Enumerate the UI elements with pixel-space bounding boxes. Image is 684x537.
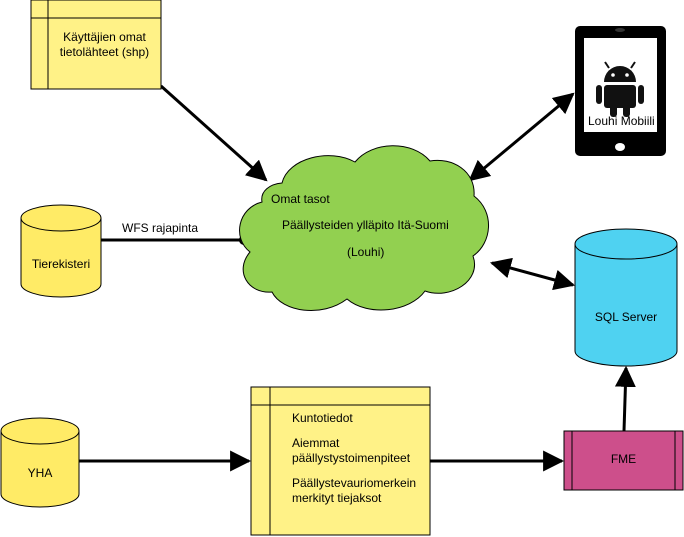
condition-item-aiemmat-line2: päällystystoimenpiteet xyxy=(292,451,411,465)
user-sources-node xyxy=(30,0,162,90)
mobile-device xyxy=(575,26,666,156)
tierekisteri-label: Tierekisteri xyxy=(31,257,91,271)
user-sources-label-line1: Käyttäjien omat xyxy=(63,30,146,44)
android-robot-icon xyxy=(596,61,644,117)
condition-item-vauriot-line1: Päällystevauriomerkein xyxy=(292,476,417,490)
cloud-title-omat-tasot: Omat tasot xyxy=(271,192,330,206)
user-sources-label: Käyttäjien omat tietolähteet (shp) xyxy=(48,30,161,60)
condition-item-aiemmat-line1: Aiemmat xyxy=(292,436,340,450)
yha-database xyxy=(0,417,80,508)
edge-cloud-mobile xyxy=(468,92,575,182)
sql-server-database xyxy=(574,228,678,367)
cloud-title-paallysteet: Päällysteiden ylläpito Itä-Suomi xyxy=(282,218,449,232)
condition-data-list: Kuntotiedot Aiemmat päällystystoimenpite… xyxy=(292,411,428,506)
fme-process xyxy=(563,430,684,491)
sql-server-label: SQL Server xyxy=(594,310,658,324)
tierekisteri-database xyxy=(20,204,102,298)
edge-cloud-sql-server xyxy=(489,257,576,291)
condition-item-vauriot-line2: merkityt tiejaksot xyxy=(292,491,382,505)
condition-item-kuntotiedot: Kuntotiedot xyxy=(292,411,353,425)
wfs-interface-label: WFS rajapinta xyxy=(122,221,199,235)
fme-label: FME xyxy=(610,452,637,466)
edge-user-sources-to-cloud xyxy=(159,84,268,182)
cloud-title-louhi: (Louhi) xyxy=(347,245,385,259)
edge-fme-to-sql-server xyxy=(614,365,636,432)
louhi-cloud xyxy=(239,145,489,312)
user-sources-label-line2: tietolähteet (shp) xyxy=(59,45,150,59)
condition-data-node xyxy=(250,386,431,536)
mobile-label: Louhi Mobiili xyxy=(588,114,655,128)
yha-label: YHA xyxy=(27,466,53,480)
